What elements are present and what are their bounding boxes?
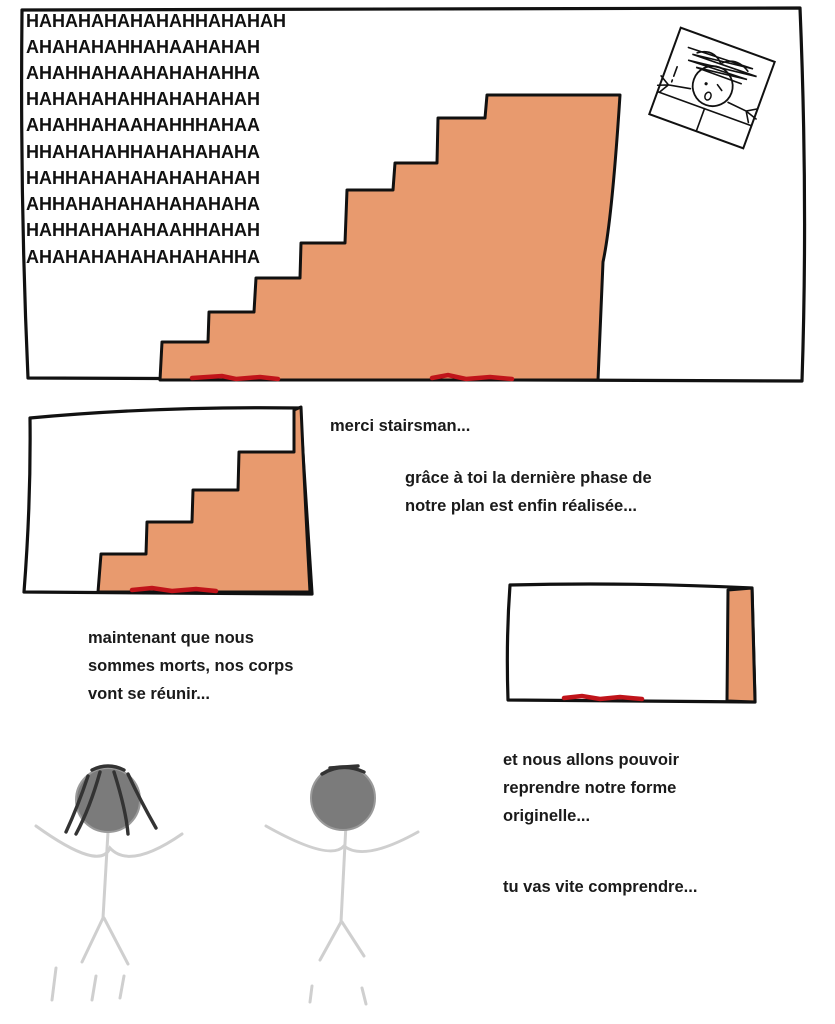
laugh-line: HAHHAHAHAHAAHHAHAH — [26, 220, 260, 240]
laugh-line: HAHAHAHAHAHAHHAHAHAH — [26, 11, 286, 31]
caption: reprendre notre forme — [503, 779, 676, 797]
laugh-line: AHAHAHAHHAHAAHAHAH — [26, 37, 260, 57]
figure-body — [339, 822, 348, 924]
blood-stain — [189, 373, 281, 382]
figure-legs — [80, 916, 130, 966]
portrait-hair-scribble — [687, 46, 757, 85]
figure-hair — [64, 764, 158, 836]
laugh-line: AHAHHAHAAHAHAHAHHA — [26, 63, 260, 83]
framed-portrait — [648, 26, 776, 150]
staircase — [725, 586, 757, 704]
laugh-line: HAHAHAHAHHAHAHAHAH — [26, 89, 260, 109]
laugh-line: AHAHAHAHAHAHAHAHHA — [26, 247, 260, 267]
laugh-line: HAHHAHAHAHAHAHAHAH — [26, 168, 260, 188]
panel-4-frame — [505, 582, 757, 704]
panel-1: HAHAHAHAHAHAHHAHAHAH AHAHAHAHHAHAAHAHAH … — [20, 6, 807, 383]
portrait-right-hand — [727, 101, 759, 124]
blood-stain — [129, 585, 219, 594]
caption: maintenant que nous — [88, 629, 254, 647]
blood-stain — [429, 372, 515, 382]
caption: grâce à toi la dernière phase de — [405, 469, 652, 487]
portrait-divider — [695, 107, 706, 133]
blood-stain — [561, 693, 645, 702]
figure-drips — [308, 984, 368, 1006]
laugh-line: HHAHAHAHHAHAHAHAHA — [26, 142, 260, 162]
figure-legs — [318, 920, 366, 962]
caption: merci stairsman... — [330, 417, 470, 435]
portrait-exclaim — [670, 66, 678, 83]
portrait-eye — [704, 82, 708, 86]
caption: notre plan est enfin réalisée... — [405, 497, 637, 515]
laugh-line: AHHAHAHAHAHAHAHAHA — [26, 194, 260, 214]
panel-3: maintenant que nous sommes morts, nos co… — [88, 629, 293, 703]
figure-body — [101, 830, 110, 920]
panel-2: merci stairsman... grâce à toi la derniè… — [22, 405, 652, 596]
figure-arms — [34, 824, 184, 858]
panel-1-frame — [20, 6, 807, 383]
figure-head — [310, 765, 376, 831]
portrait-eye — [716, 83, 723, 92]
laugh-text-block: HAHAHAHAHAHAHHAHAHAH AHAHAHAHHAHAAHAHAH … — [26, 11, 286, 267]
figure-hair — [320, 764, 366, 776]
laugh-line: AHAHHAHAAHAHHHAHAA — [26, 115, 260, 135]
caption: vont se réunir... — [88, 685, 210, 703]
stick-figure-left — [34, 764, 184, 1002]
stick-figure-right — [264, 764, 420, 1006]
staircase — [158, 93, 622, 382]
figure-drips — [50, 966, 126, 1002]
caption: originelle... — [503, 807, 590, 825]
portrait-left-hand — [656, 75, 692, 94]
panel-4 — [505, 582, 757, 704]
caption: tu vas vite comprendre... — [503, 878, 697, 896]
caption: sommes morts, nos corps — [88, 657, 293, 675]
staircase — [96, 405, 312, 594]
caption: et nous allons pouvoir — [503, 751, 680, 769]
portrait-mouth — [704, 91, 712, 101]
